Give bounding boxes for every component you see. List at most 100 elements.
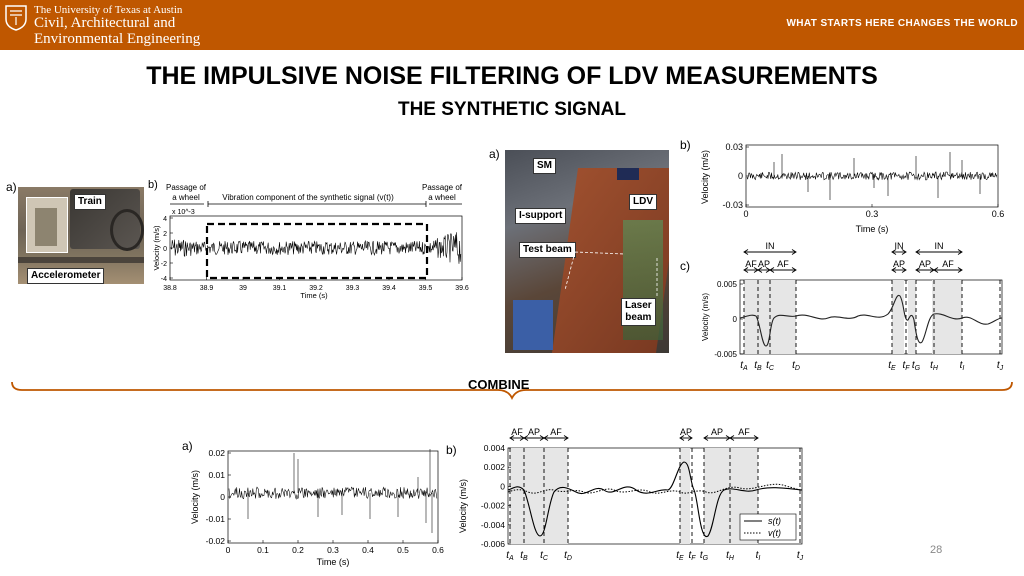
inset-photo <box>26 197 68 253</box>
bottom-left-plot: a) Velocity (m/s) Time (s) 0.020.010-0.0… <box>182 439 444 567</box>
y-tick-label: -2 <box>161 261 167 268</box>
y-tick-label: 0 <box>733 315 738 324</box>
time-marker-label: tA <box>740 360 748 372</box>
x-tick-label: 39.3 <box>346 285 360 292</box>
x-tick-label: 39.5 <box>419 285 433 292</box>
left-plot-noise-trace <box>170 232 462 264</box>
test-setup-photo: SM LDV I-support Test beam Laser beam <box>505 150 669 353</box>
shaded-interval <box>908 280 916 354</box>
right-mid-label: c) <box>680 259 690 273</box>
department-line-2: Environmental Engineering <box>34 31 201 47</box>
y-tick-label: 4 <box>163 216 167 223</box>
time-marker-label: tJ <box>997 360 1004 372</box>
arrow-head <box>915 249 963 255</box>
x-tick-label: 0.6 <box>432 545 444 555</box>
right-top-xlabel: Time (s) <box>856 224 889 234</box>
time-marker-label: tD <box>564 550 572 562</box>
legend-v-text: v(t) <box>768 528 781 538</box>
combine-brace <box>11 381 1013 400</box>
bottom-right-plot: b) Velocity (m/s) 0.0040.0020-0.002-0.00… <box>446 427 804 562</box>
x-tick-label: 39.6 <box>455 285 469 292</box>
annotation-label: IN <box>935 242 944 251</box>
arrow-head <box>743 249 797 255</box>
time-marker-label: tG <box>700 550 709 562</box>
annotation-label: AP <box>758 259 770 269</box>
train-tag: Train <box>74 194 106 210</box>
equipment-shape <box>513 300 553 350</box>
laser-beam-tag: Laser beam <box>621 298 656 326</box>
x-tick-label: 0.4 <box>362 545 374 555</box>
right-mid-signal-trace <box>739 294 1003 347</box>
y-tick-label: -0.005 <box>714 350 737 359</box>
laser-tag-line1: Laser <box>625 300 652 311</box>
left-plot-ylabel: Velocity (m/s) <box>152 225 161 271</box>
y-tick-label: 0.002 <box>484 462 506 472</box>
right-top-noise-trace <box>746 152 998 200</box>
time-marker-label: tF <box>688 550 696 562</box>
university-header: The University of Texas at Austin Civil,… <box>0 0 1024 50</box>
x-tick-label: 39.1 <box>273 285 287 292</box>
ut-seal-icon <box>5 5 27 31</box>
laser-tag-line2: beam <box>625 312 652 323</box>
annotation-label: AF <box>777 259 789 269</box>
arrow-head <box>543 435 569 441</box>
annotation-label: IN <box>766 242 775 251</box>
x-tick-label: 0.6 <box>992 209 1005 219</box>
annotation-label: AP <box>711 427 723 437</box>
bottom-right-ylabel: Velocity (m/s) <box>458 479 468 533</box>
bottom-right-v-trace <box>507 483 803 494</box>
shaded-interval <box>932 280 962 354</box>
arrow-head <box>933 267 963 273</box>
bottom-right-label: b) <box>446 443 457 457</box>
time-marker-label: tE <box>888 360 896 372</box>
right-mid-ylabel: Velocity (m/s) <box>701 293 710 341</box>
tagline: WHAT STARTS HERE CHANGES THE WORLD <box>786 18 1018 29</box>
time-marker-label: tC <box>540 550 549 562</box>
sm-tag: SM <box>533 158 556 174</box>
annotation-label: AP <box>893 259 905 269</box>
annotation-label: AF <box>511 427 523 437</box>
bottom-left-ylabel: Velocity (m/s) <box>190 470 200 524</box>
callout-lines <box>564 251 658 298</box>
annotation-label: AP <box>680 427 692 437</box>
annotation-label: AF <box>745 259 757 269</box>
vibration-dashed-box <box>205 222 429 280</box>
x-tick-label: 38.9 <box>200 285 214 292</box>
annotation-label: AF <box>738 427 750 437</box>
y-tick-label: -0.004 <box>481 520 505 530</box>
y-tick-label: -0.02 <box>206 536 226 546</box>
shaded-interval <box>892 280 904 354</box>
time-marker-label: tB <box>754 360 762 372</box>
arrow-head <box>729 435 759 441</box>
x-tick-label: 0 <box>743 209 748 219</box>
annotation-label: AP <box>528 427 540 437</box>
x-tick-label: 38.8 <box>163 285 177 292</box>
accelerometer-tag: Accelerometer <box>27 268 105 284</box>
left-signal-plot: b) Passage of a wheel Vibration componen… <box>148 179 469 300</box>
y-tick-label: -0.002 <box>481 501 505 511</box>
left-photo-label: a) <box>6 180 17 194</box>
y-tick-label: 0.02 <box>208 448 225 458</box>
shaded-interval <box>510 448 568 544</box>
annotation-label: IN <box>895 242 904 251</box>
slide-subtitle: THE SYNTHETIC SIGNAL <box>397 99 626 120</box>
arrow-head <box>891 249 907 255</box>
left-plot-label: b) <box>148 179 158 191</box>
wheel-spring-shape <box>110 209 144 251</box>
time-marker-label: tF <box>902 360 910 372</box>
bottom-left-label: a) <box>182 439 193 453</box>
y-tick-label: -4 <box>161 276 167 283</box>
y-tick-label: -0.03 <box>722 200 743 210</box>
legend-s-text: s(t) <box>768 516 781 526</box>
bottom-right-legend <box>739 513 797 541</box>
x-tick-label: 39.4 <box>382 285 396 292</box>
slide-title: THE IMPULSIVE NOISE FILTERING OF LDV MEA… <box>146 62 878 90</box>
passage-right-line1: Passage of <box>422 183 463 192</box>
arrow-head <box>679 435 693 441</box>
right-top-ylabel: Velocity (m/s) <box>700 150 710 204</box>
time-marker-label: tG <box>912 360 921 372</box>
passage-right-line2: a wheel <box>428 193 456 202</box>
y-tick-label: -0.01 <box>206 514 226 524</box>
x-tick-label: 0.3 <box>327 545 339 555</box>
